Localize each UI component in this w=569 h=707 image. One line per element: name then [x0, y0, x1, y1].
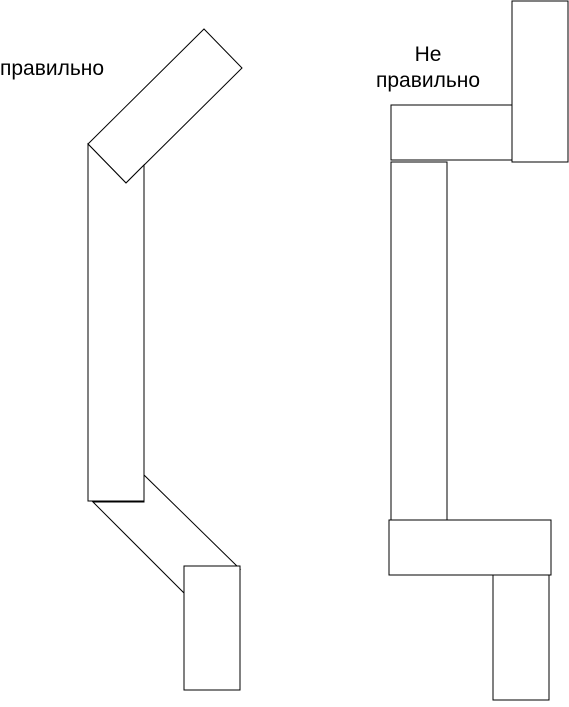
incorrect-lower-horizontal-bar	[388, 519, 552, 576]
incorrect-bottom-bar	[492, 574, 550, 701]
incorrect-label-line2: правильно	[376, 69, 481, 92]
incorrect-label: Не правильно	[376, 42, 480, 94]
correct-vertical-bar	[87, 142, 145, 502]
incorrect-vertical-bar	[390, 161, 448, 521]
incorrect-assembly	[388, 0, 569, 701]
incorrect-top-horizontal-bar	[390, 104, 513, 161]
incorrect-top-right-block	[511, 0, 569, 163]
correct-assembly	[87, 28, 243, 691]
correct-top-angled-bar	[87, 28, 243, 184]
correct-label: правильно	[0, 57, 105, 80]
correct-bottom-bar	[183, 565, 241, 691]
incorrect-label-line1: Не	[414, 43, 442, 66]
